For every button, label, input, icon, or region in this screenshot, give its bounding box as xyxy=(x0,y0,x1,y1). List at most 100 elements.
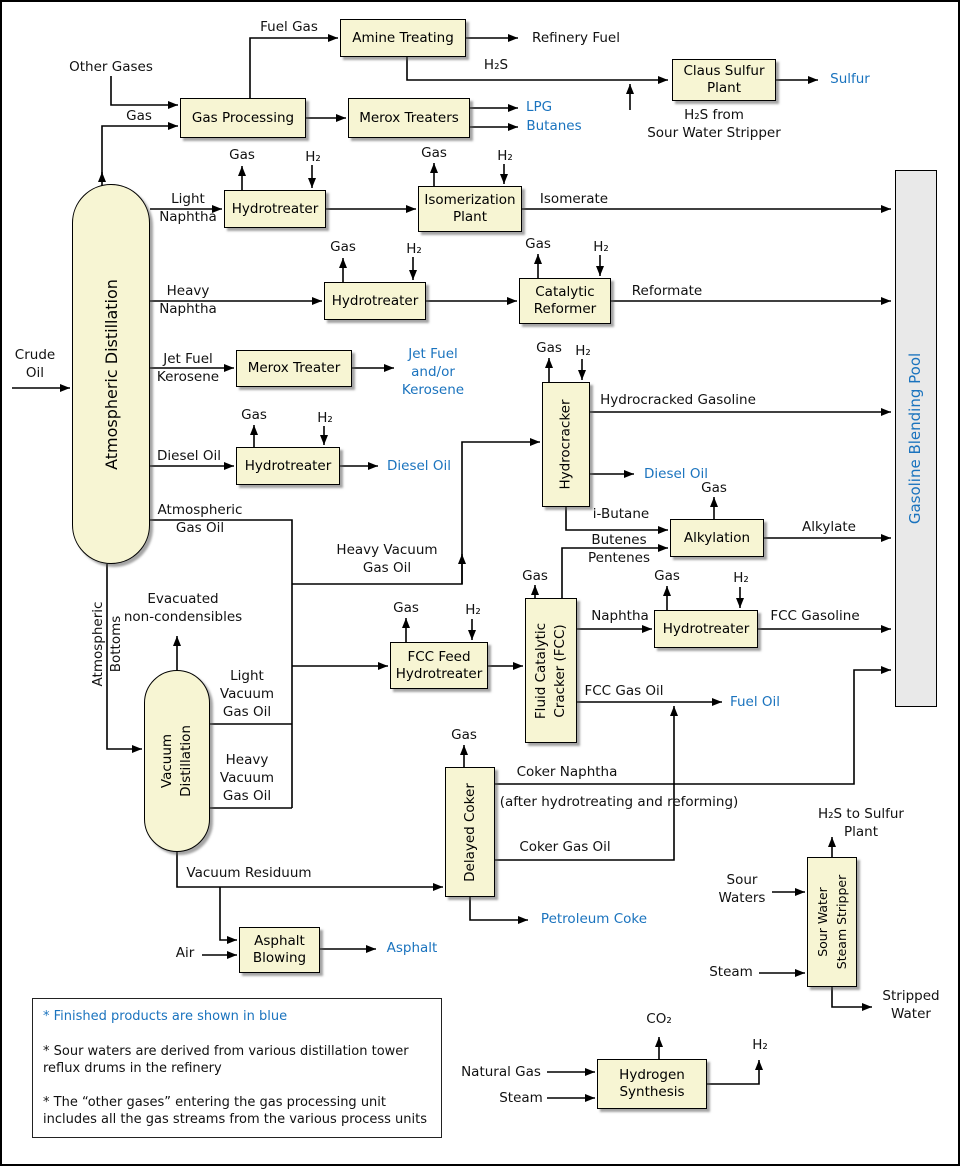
edge-h2s-to-claus xyxy=(406,57,668,84)
node-gas-processing: Gas Processing xyxy=(180,98,306,138)
node-label-hydrotreater-fcc-gasoline: Hydrotreater xyxy=(662,620,750,637)
label-heavy-vacuum-gas-oil-hc: Heavy Vacuum Gas Oil xyxy=(336,542,438,576)
note-finished-products: * Finished products are shown in blue xyxy=(43,1009,288,1024)
label-diesel-hydrocracker: Diesel Oil xyxy=(644,466,708,482)
node-label-gas-processing: Gas Processing xyxy=(191,109,295,126)
node-label-fcc-feed-hydrotreater: FCC Feed Hydrotreater xyxy=(395,648,483,682)
edge-coker-naphtha-to-pool xyxy=(495,666,891,785)
label-h2s-from-stripper: H₂S from Sour Water Stripper xyxy=(647,107,781,141)
label-heavy-vacuum-gas-oil: Heavy Vacuum Gas Oil xyxy=(219,752,275,804)
label-gas-reformer: Gas xyxy=(525,236,551,252)
label-heavy-naphtha: Heavy Naphtha xyxy=(159,283,217,317)
node-amine-treating: Amine Treating xyxy=(340,19,466,57)
node-isomerization-plant: Isomerization Plant xyxy=(418,186,522,232)
node-label-hydrogen-synthesis: Hydrogen Synthesis xyxy=(619,1067,685,1100)
node-asphalt-blowing: Asphalt Blowing xyxy=(239,927,320,973)
node-catalytic-reformer: Catalytic Reformer xyxy=(519,278,611,324)
node-hydrocracker: Hydrocracker xyxy=(542,382,590,507)
label-co2: CO₂ xyxy=(646,1011,672,1027)
label-h2-ht-heavy: H₂ xyxy=(406,241,422,257)
edge-residuum-to-asphalt xyxy=(219,887,237,944)
label-i-butane: i-Butane xyxy=(592,506,650,522)
node-hydrotreater-light-naphtha: Hydrotreater xyxy=(224,190,326,228)
node-vacuum-distillation: Vacuum Distillation xyxy=(144,670,210,852)
label-steam-h2: Steam xyxy=(499,1090,543,1106)
label-butenes-pentenes: Butenes Pentenes xyxy=(587,532,651,566)
label-gas-alkylation: Gas xyxy=(701,480,727,496)
label-fuel-gas: Fuel Gas xyxy=(260,19,318,35)
label-h2-reformer: H₂ xyxy=(593,239,609,255)
node-delayed-coker: Delayed Coker xyxy=(445,767,495,897)
node-hydrogen-synthesis: Hydrogen Synthesis xyxy=(597,1059,707,1109)
node-sour-water-steam-stripper: Sour Water Steam Stripper xyxy=(807,857,857,987)
label-butanes: Butanes xyxy=(526,118,582,134)
label-jet-fuel-kerosene: Jet Fuel Kerosene xyxy=(156,351,220,385)
node-label-asphalt-blowing: Asphalt Blowing xyxy=(252,933,307,966)
note-sour-waters: * Sour waters are derived from various d… xyxy=(43,1043,409,1076)
edge-i-butane xyxy=(565,507,668,534)
label-gas-ht-fcc: Gas xyxy=(654,568,680,584)
label-gas-isom: Gas xyxy=(421,145,447,161)
label-isomerate: Isomerate xyxy=(539,191,609,207)
node-label-hydrotreater-diesel: Hydrotreater xyxy=(244,457,332,474)
node-label-hydrocracker: Hydrocracker xyxy=(557,399,574,490)
edge-vacuum-residuum xyxy=(176,852,443,891)
edge-atmospheric-bottoms xyxy=(106,564,142,753)
label-evacuated-non-condensibles: Evacuated non-condensibles xyxy=(123,591,243,625)
edge-coker-gas-oil xyxy=(495,706,678,861)
node-label-merox-treaters: Merox Treaters xyxy=(359,109,459,126)
label-gas-ht-heavy: Gas xyxy=(330,239,356,255)
node-label-hydrotreater-heavy-naphtha: Hydrotreater xyxy=(331,292,419,309)
label-other-gases: Other Gases xyxy=(69,59,153,75)
label-gas-from-tower: Gas xyxy=(126,108,152,124)
label-gas-fcc-feed: Gas xyxy=(393,600,419,616)
label-gas-ht-diesel: Gas xyxy=(241,407,267,423)
node-label-fluid-catalytic-cracker: Fluid Catalytic Cracker (FCC) xyxy=(533,622,568,719)
node-claus-sulfur-plant: Claus Sulfur Plant xyxy=(672,59,776,101)
label-alkylate: Alkylate xyxy=(802,519,856,535)
label-diesel-feed: Diesel Oil xyxy=(157,448,221,464)
node-label-delayed-coker: Delayed Coker xyxy=(461,782,478,882)
label-coker-naphtha-note: (after hydrotreating and reforming) xyxy=(499,794,739,810)
label-coker-gas-oil: Coker Gas Oil xyxy=(519,839,611,855)
label-jet-fuel-product: Jet Fuel and/or Kerosene xyxy=(401,346,465,398)
label-diesel-product: Diesel Oil xyxy=(387,458,451,474)
label-h2-fcc-feed: H₂ xyxy=(465,602,481,618)
node-merox-treaters: Merox Treaters xyxy=(348,98,470,138)
label-fcc-gasoline: FCC Gasoline xyxy=(770,608,860,624)
edge-stripped-water xyxy=(831,987,872,1011)
node-label-isomerization-plant: Isomerization Plant xyxy=(424,192,516,225)
node-label-hydrotreater-light-naphtha: Hydrotreater xyxy=(231,200,319,217)
node-label-vacuum-distillation: Vacuum Distillation xyxy=(159,725,195,797)
label-atmospheric-bottoms: Atmospheric Bottoms xyxy=(90,601,124,687)
label-light-vacuum-gas-oil: Light Vacuum Gas Oil xyxy=(219,668,275,720)
label-reformate: Reformate xyxy=(631,283,703,299)
label-refinery-fuel: Refinery Fuel xyxy=(532,30,620,46)
label-air: Air xyxy=(175,945,195,961)
label-h2s-amine: H₂S xyxy=(483,57,509,73)
node-label-claus-sulfur-plant: Claus Sulfur Plant xyxy=(683,63,765,96)
label-natural-gas: Natural Gas xyxy=(461,1064,541,1080)
label-fuel-oil: Fuel Oil xyxy=(729,694,781,710)
node-merox-treater: Merox Treater xyxy=(236,350,352,387)
label-h2-hydrocracker: H₂ xyxy=(575,343,591,359)
label-stripped-water: Stripped Water xyxy=(882,988,940,1022)
label-petroleum-coke: Petroleum Coke xyxy=(540,911,648,927)
node-atmospheric-distillation: Atmospheric Distillation xyxy=(72,184,150,564)
node-label-sour-water-steam-stripper: Sour Water Steam Stripper xyxy=(815,874,850,970)
label-gas-ht-light: Gas xyxy=(229,147,255,163)
notes-box: * Finished products are shown in blue * … xyxy=(32,998,442,1138)
label-steam-stripper: Steam xyxy=(709,964,753,980)
edge-petroleum-coke xyxy=(469,897,528,924)
node-label-merox-treater: Merox Treater xyxy=(247,360,341,376)
node-label-gasoline-blending-pool: Gasoline Blending Pool xyxy=(906,352,925,525)
label-h2-ht-light: H₂ xyxy=(305,149,321,165)
edge-gas-oil-trunk xyxy=(150,519,293,808)
edge-gas-to-gas-processing xyxy=(101,122,178,174)
label-gas-hydrocracker: Gas xyxy=(536,340,562,356)
node-hydrotreater-fcc-gasoline: Hydrotreater xyxy=(654,610,758,648)
node-fluid-catalytic-cracker: Fluid Catalytic Cracker (FCC) xyxy=(525,598,577,743)
label-light-naphtha: Light Naphtha xyxy=(159,191,217,225)
label-lpg: LPG xyxy=(525,99,553,115)
